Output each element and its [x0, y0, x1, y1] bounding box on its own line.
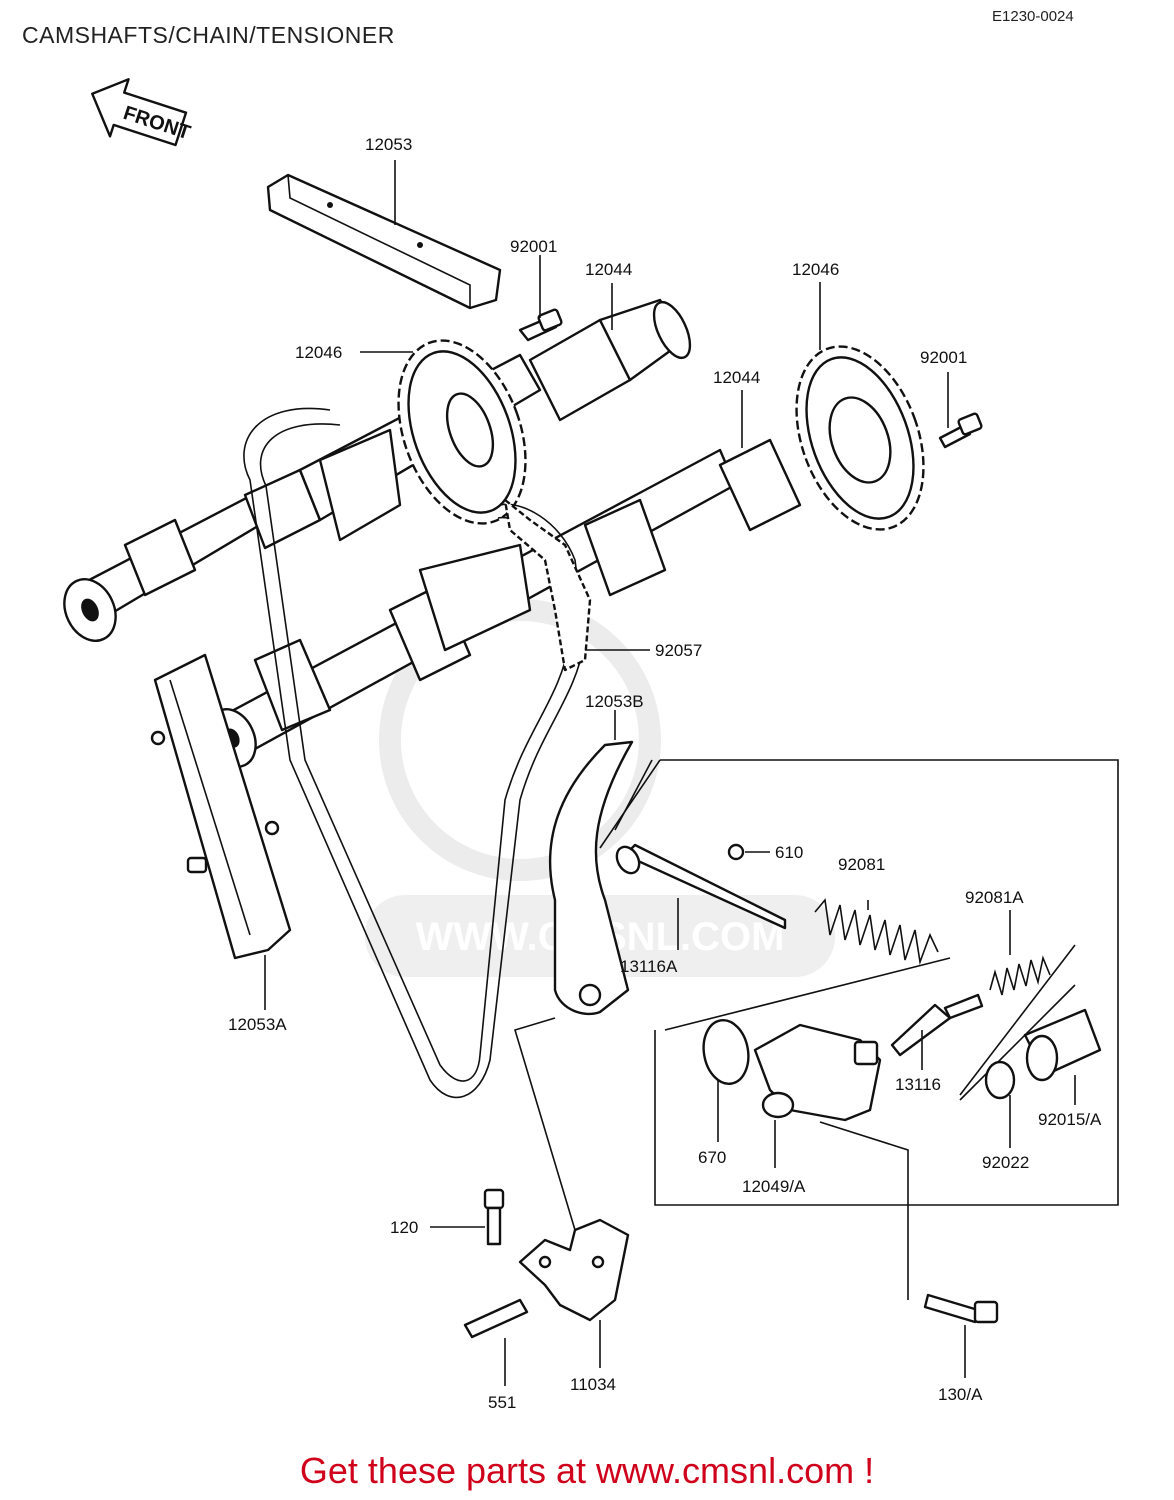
bolt-92001-left — [518, 308, 563, 342]
washer-92022 — [984, 1060, 1016, 1100]
spring-92081 — [814, 898, 939, 966]
leader-lines — [264, 160, 1076, 1386]
cam-chain-92057 — [243, 407, 592, 1099]
label-130a: 130/A — [938, 1385, 983, 1404]
tensioner-body-12049a — [753, 1023, 882, 1122]
label-12046-right: 12046 — [792, 260, 839, 279]
footer-link[interactable]: Get these parts at www.cmsnl.com ! — [299, 1450, 875, 1491]
label-12053a: 12053A — [228, 1015, 287, 1034]
exploded-parts-diagram: WWW.CMSNL.COM FRONT — [63, 78, 1119, 1412]
label-610: 610 — [775, 843, 803, 862]
label-12053b: 12053B — [585, 692, 644, 711]
chain-guide-12053b — [548, 740, 634, 1016]
plunger-13116 — [890, 993, 984, 1057]
label-11034: 11034 — [570, 1375, 616, 1394]
label-92001-right: 92001 — [920, 348, 967, 367]
bracket-11034 — [518, 1218, 630, 1322]
label-92001-left: 92001 — [510, 237, 557, 256]
page-title: CAMSHAFTS/CHAIN/TENSIONER — [22, 22, 395, 48]
label-12046-left: 12046 — [295, 343, 342, 362]
label-13116a: 13116A — [620, 957, 678, 976]
tensioner-assembly-frame — [599, 759, 1119, 1206]
chain-guide-12053a — [150, 653, 292, 960]
bolt-92001-right — [938, 412, 983, 449]
label-13116: 13116 — [895, 1075, 941, 1094]
part-labels: 12053 92001 12044 12046 12046 12044 9200… — [228, 135, 1102, 1412]
cap-nut-92015a — [1023, 1008, 1102, 1082]
label-92015a: 92015/A — [1038, 1110, 1102, 1129]
push-rod-13116a — [615, 843, 787, 930]
o-ring-670 — [702, 1019, 750, 1085]
label-12049a: 12049/A — [742, 1177, 806, 1196]
sprocket-12046-right — [795, 345, 925, 531]
pin-551 — [463, 1298, 529, 1339]
label-670: 670 — [698, 1148, 726, 1167]
label-12053: 12053 — [365, 135, 412, 154]
label-92081a: 92081A — [965, 888, 1024, 907]
chain-guide-top — [266, 173, 502, 310]
label-92022: 92022 — [982, 1153, 1029, 1172]
label-92081: 92081 — [838, 855, 885, 874]
label-551: 551 — [488, 1393, 516, 1412]
label-92057: 92057 — [655, 641, 702, 660]
label-12044-left: 12044 — [585, 260, 632, 279]
label-12044-right: 12044 — [713, 368, 760, 387]
bolt-120 — [483, 1188, 505, 1246]
label-120: 120 — [390, 1218, 418, 1237]
bolt-130a — [923, 1293, 999, 1324]
sprocket-12046-left — [397, 339, 527, 525]
spring-92081a — [989, 955, 1051, 996]
diagram-code: E1230-0024 — [992, 8, 1074, 25]
camshaft-upper — [63, 298, 692, 642]
front-direction-arrow-icon: FRONT — [91, 78, 193, 147]
